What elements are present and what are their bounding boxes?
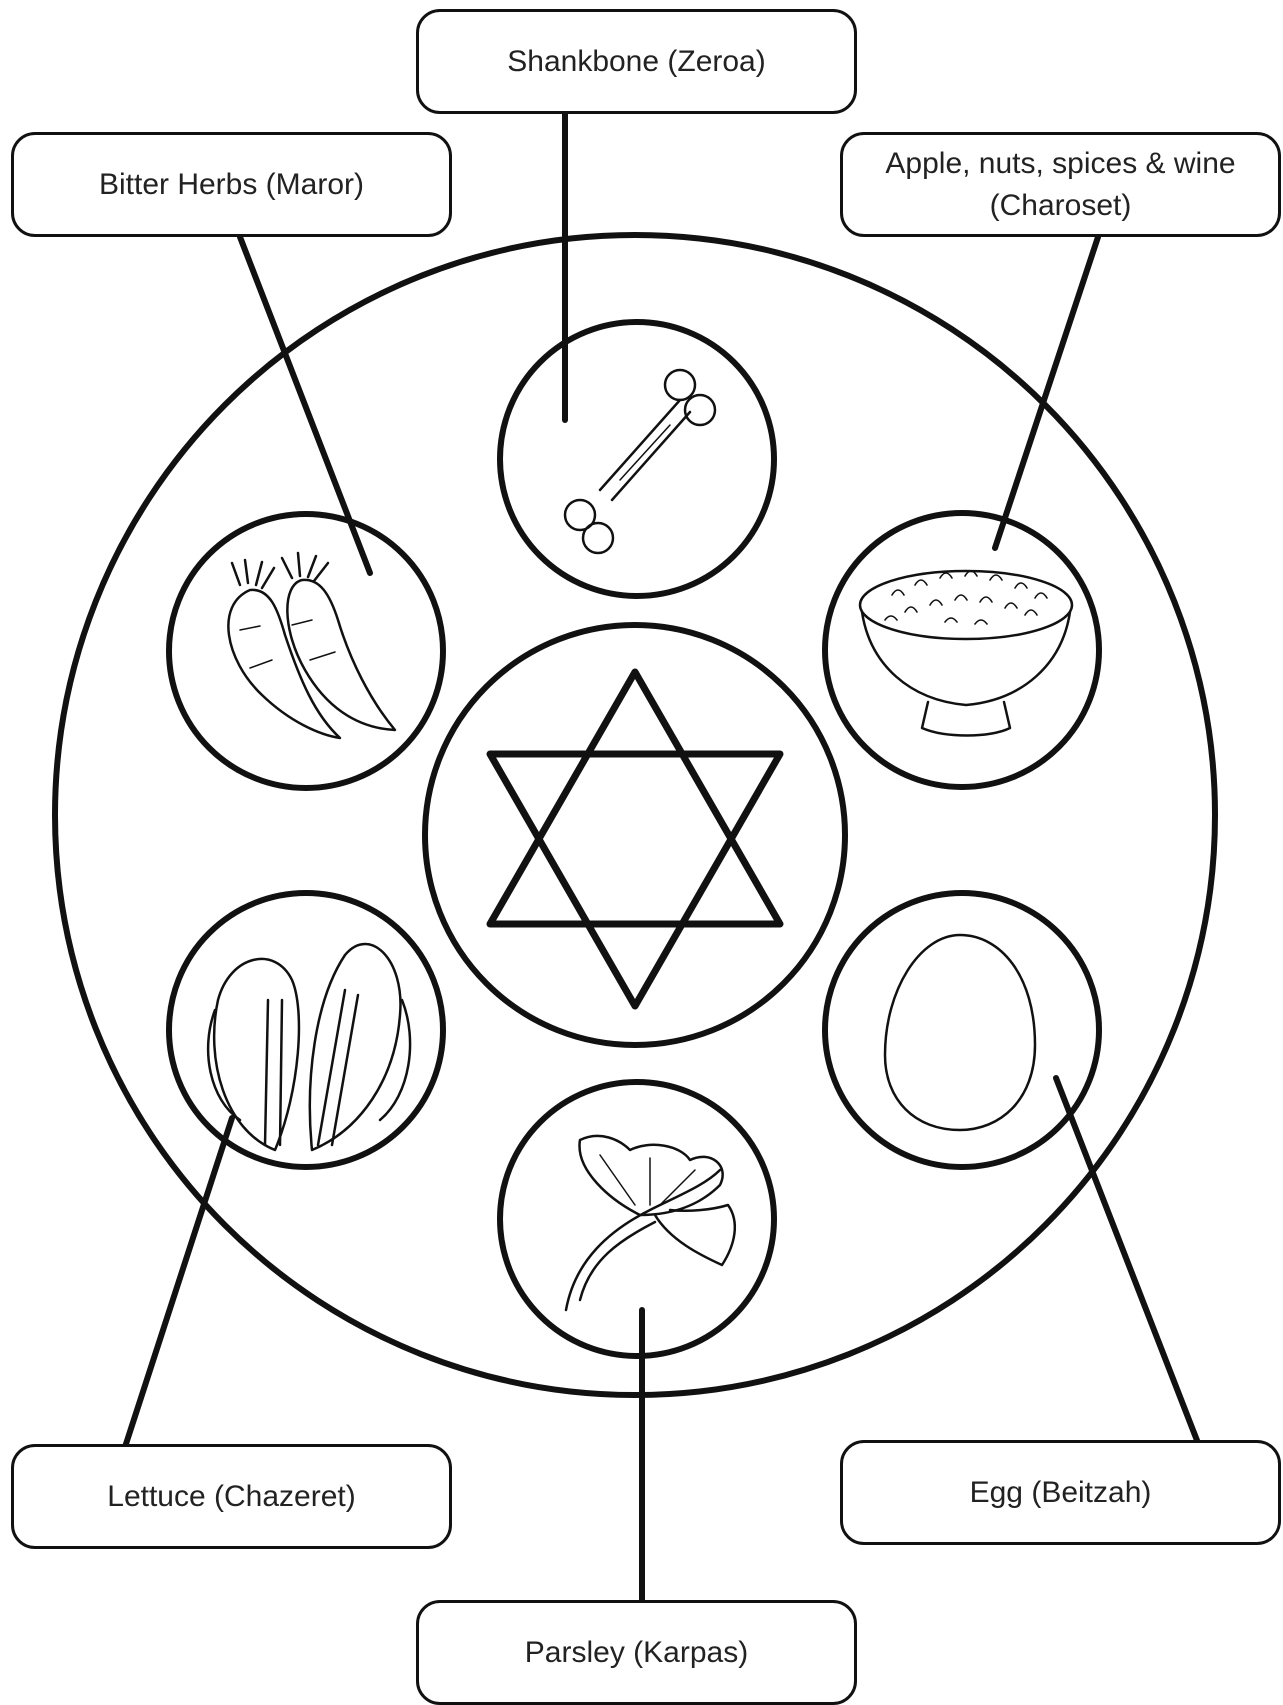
label-shankbone: Shankbone (Zeroa) bbox=[416, 9, 857, 114]
label-karpas: Parsley (Karpas) bbox=[416, 1600, 857, 1705]
label-charoset: Apple, nuts, spices & wine (Charoset) bbox=[840, 132, 1281, 237]
charoset-connector bbox=[995, 237, 1098, 548]
beitzah-connector bbox=[1056, 1078, 1198, 1443]
connector-lines bbox=[125, 113, 1198, 1601]
center-circle bbox=[425, 625, 845, 1045]
beitzah-circle bbox=[825, 893, 1099, 1167]
star-of-david-icon bbox=[490, 672, 780, 1006]
label-chazeret: Lettuce (Chazeret) bbox=[11, 1444, 452, 1549]
karpas-circle bbox=[500, 1082, 774, 1356]
lettuce-icon bbox=[208, 944, 410, 1150]
label-charoset-line1: Apple, nuts, spices & wine bbox=[885, 143, 1235, 185]
label-chazeret-text: Lettuce (Chazeret) bbox=[107, 1476, 355, 1518]
shankbone-circle bbox=[500, 322, 774, 596]
label-charoset-line2: (Charoset) bbox=[990, 185, 1132, 227]
charoset-circle bbox=[825, 513, 1099, 787]
bone-icon bbox=[565, 370, 715, 553]
label-beitzah: Egg (Beitzah) bbox=[840, 1440, 1281, 1545]
maror-circle bbox=[169, 514, 443, 788]
chazeret-circle bbox=[169, 893, 443, 1167]
bowl-icon bbox=[860, 571, 1072, 736]
label-maror-text: Bitter Herbs (Maror) bbox=[99, 164, 364, 206]
chazeret-connector bbox=[125, 1118, 232, 1447]
egg-icon bbox=[885, 935, 1035, 1130]
label-karpas-text: Parsley (Karpas) bbox=[525, 1632, 748, 1674]
label-shankbone-text: Shankbone (Zeroa) bbox=[507, 41, 766, 83]
label-maror: Bitter Herbs (Maror) bbox=[11, 132, 452, 237]
horseradish-icon bbox=[228, 553, 395, 738]
parsley-icon bbox=[566, 1136, 735, 1310]
label-beitzah-text: Egg (Beitzah) bbox=[970, 1472, 1152, 1514]
